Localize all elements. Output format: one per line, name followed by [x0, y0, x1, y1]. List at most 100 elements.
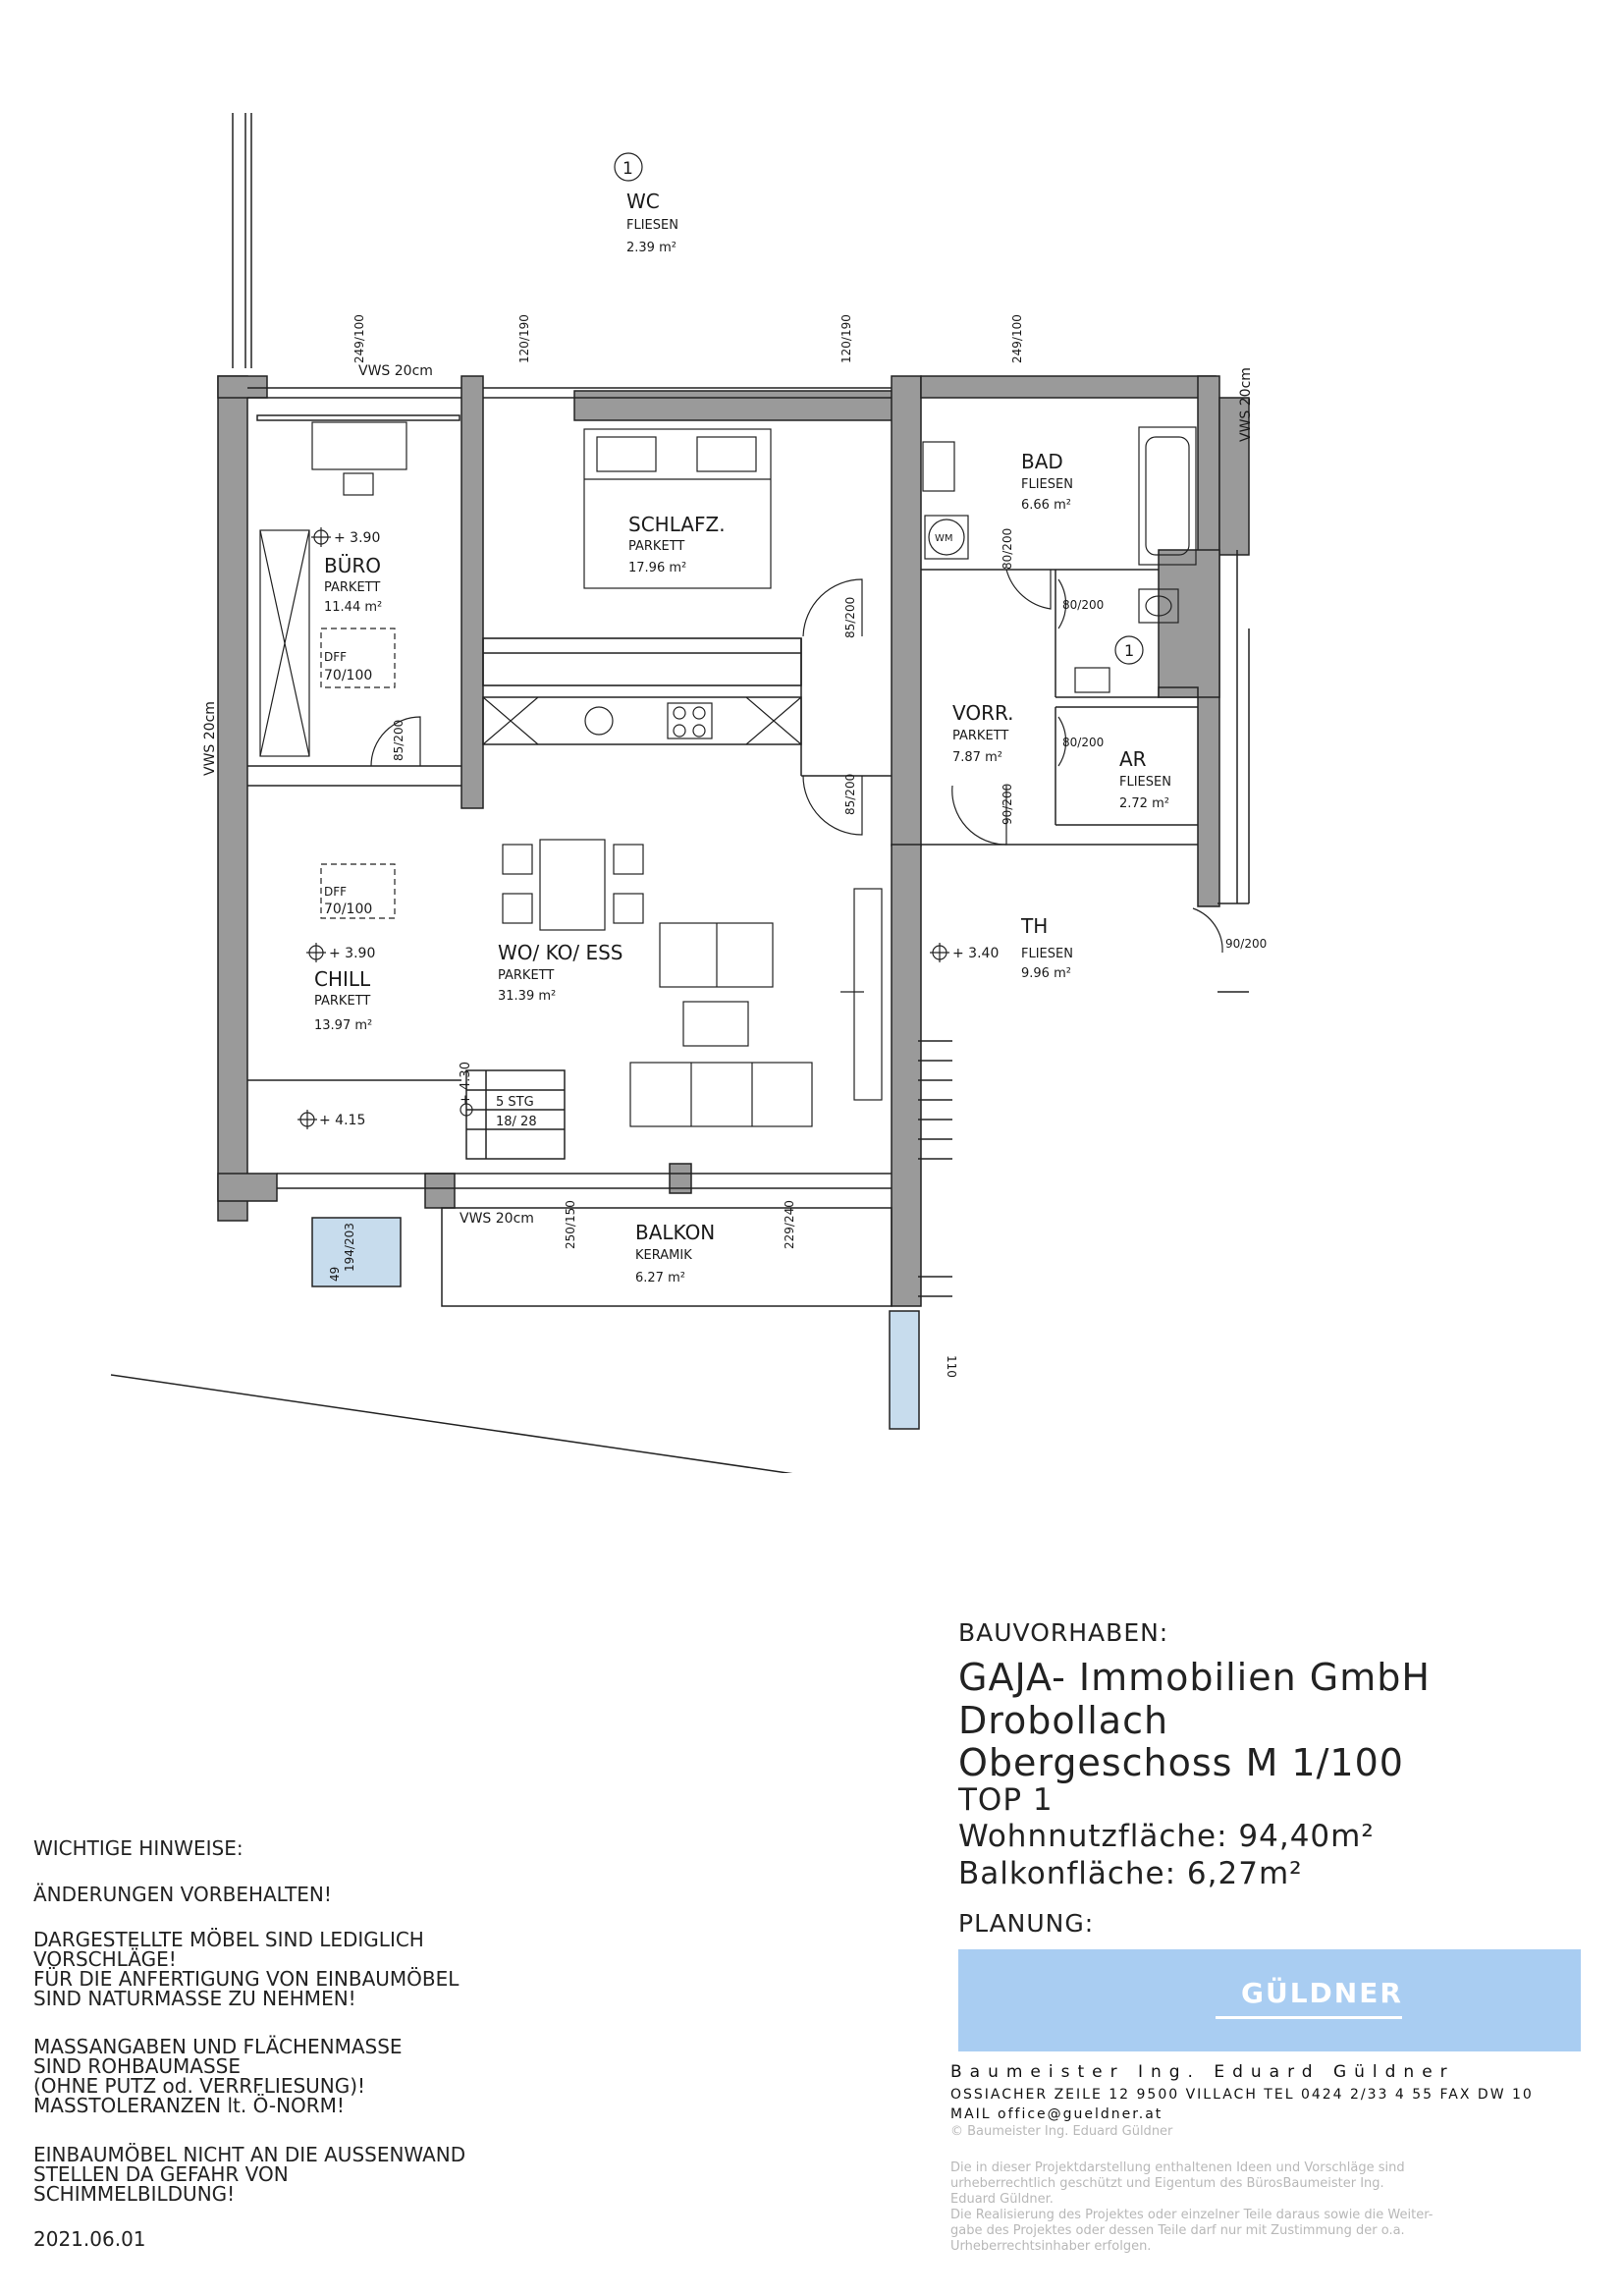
wc-marker: 1: [622, 159, 633, 179]
legal-line-1: Die in dieser Projektdarstellung enthalt…: [950, 2160, 1405, 2175]
project-living-area: Wohnnutzfläche: 94,40m²: [958, 1819, 1375, 1854]
stairs-size: 18/ 28: [496, 1115, 537, 1129]
win-229-240: 229/240: [783, 1200, 796, 1249]
project-label: BAUVORHABEN:: [958, 1618, 1169, 1647]
room-woko-floor: PARKETT: [498, 968, 554, 983]
vws-bottom: VWS 20cm: [460, 1211, 534, 1227]
level-th: + 3.40: [952, 946, 999, 961]
note-3-line: MASSANGABEN UND FLÄCHENMASSE: [33, 2035, 403, 2058]
door-80-200-bad: 80/200: [1001, 528, 1014, 570]
level-buero: + 3.90: [334, 530, 380, 546]
door-85-200-buero: 85/200: [392, 720, 406, 761]
legal-line-3: Eduard Güldner.: [950, 2192, 1054, 2207]
project-top: TOP 1: [958, 1782, 1054, 1818]
planner-name: Baumeister Ing. Eduard Güldner: [950, 2062, 1455, 2082]
door-90-200-vorr: 90/200: [1001, 784, 1014, 825]
room-th-area: 9.96 m²: [1021, 966, 1071, 981]
room-ar-area: 2.72 m²: [1119, 796, 1169, 811]
planner-logo-text: GÜLDNER: [1241, 1977, 1403, 2009]
room-schlafz-floor: PARKETT: [628, 539, 684, 554]
note-2-line: FÜR DIE ANFERTIGUNG VON EINBAUMÖBEL: [33, 1967, 460, 1991]
win-120-190-b: 120/190: [839, 314, 853, 363]
note-1: ÄNDERUNGEN VORBEHALTEN!: [33, 1883, 332, 1906]
legal-line-4: Die Realisierung des Projektes oder einz…: [950, 2208, 1434, 2222]
level-415: + 4.15: [319, 1113, 365, 1128]
room-ar-name: AR: [1119, 747, 1147, 771]
room-bad-floor: FLIESEN: [1021, 477, 1073, 492]
stairs-steps: 5 STG: [496, 1095, 534, 1110]
win-49: 49: [328, 1267, 342, 1282]
door-80-200-ar: 80/200: [1062, 736, 1104, 749]
note-3-line: MASSTOLERANZEN lt. Ö-NORM!: [33, 2094, 345, 2117]
plan-date: 2021.06.01: [33, 2227, 146, 2251]
room-vorr-area: 7.87 m²: [952, 750, 1002, 765]
dff-2-size: 70/100: [324, 902, 372, 917]
planner-mail: MAIL office@gueldner.at: [950, 2106, 1163, 2122]
room-wc-area: 2.39 m²: [626, 241, 676, 255]
note-4-line: EINBAUMÖBEL NICHT AN DIE AUSSENWAND: [33, 2143, 466, 2166]
legal-line-5: gabe des Projektes oder dessen Teile dar…: [950, 2223, 1405, 2238]
project-place: Drobollach: [958, 1699, 1169, 1742]
note-2-line: DARGESTELLTE MÖBEL SIND LEDIGLICH: [33, 1928, 424, 1951]
room-wc-name: WC: [626, 190, 660, 213]
win-194-203: 194/203: [343, 1223, 356, 1272]
project-client: GAJA- Immobilien GmbH: [958, 1656, 1431, 1699]
room-chill-area: 13.97 m²: [314, 1018, 372, 1033]
room-vorr-name: VORR.: [952, 701, 1014, 725]
room-woko-name: WO/ KO/ ESS: [498, 941, 623, 964]
room-th-name: TH: [1020, 914, 1048, 938]
floor-plan: 1 WC FLIESEN 2.39 m² BÜRO PARKETT 11.44 …: [110, 113, 1267, 1473]
door-80-200-wc: 80/200: [1062, 598, 1104, 612]
room-chill-floor: PARKETT: [314, 994, 370, 1009]
level-chill: + 3.90: [329, 946, 375, 961]
note-2: DARGESTELLTE MÖBEL SIND LEDIGLICH VORSCH…: [33, 1930, 459, 2008]
wm-label: WM: [935, 533, 953, 544]
walls: [217, 375, 1250, 1307]
vws-left: VWS 20cm: [202, 701, 218, 776]
room-woko-area: 31.39 m²: [498, 989, 556, 1004]
door-90-200-th: 90/200: [1225, 937, 1267, 951]
level-430: + 4.30: [459, 1062, 473, 1105]
room-buero-floor: PARKETT: [324, 580, 380, 595]
legal-line-2: urheberrechtlich geschützt und Eigentum …: [950, 2176, 1384, 2191]
planner-address: OSSIACHER ZEILE 12 9500 VILLACH TEL 0424…: [950, 2087, 1534, 2103]
room-ar-floor: FLIESEN: [1119, 775, 1171, 790]
win-249-100-b: 249/100: [1010, 314, 1024, 363]
note-3-line: SIND ROHBAUMASSE: [33, 2054, 241, 2078]
room-buero-area: 11.44 m²: [324, 600, 382, 615]
room-schlafz-area: 17.96 m²: [628, 561, 686, 575]
room-vorr-floor: PARKETT: [952, 729, 1008, 743]
planning-label: PLANUNG:: [958, 1909, 1095, 1938]
door-85-200-wo: 85/200: [843, 774, 857, 815]
room-balkon-area: 6.27 m²: [635, 1271, 685, 1285]
room-schlafz-name: SCHLAFZ.: [628, 513, 726, 536]
vws-top: VWS 20cm: [358, 363, 433, 379]
note-3-line: (OHNE PUTZ od. VERRFLIESUNG)!: [33, 2074, 366, 2098]
room-bad-name: BAD: [1021, 450, 1063, 473]
door-85-200-schlaf: 85/200: [843, 597, 857, 638]
room-th-floor: FLIESEN: [1021, 947, 1073, 961]
planner-copyright: © Baumeister Ing. Eduard Güldner: [950, 2124, 1173, 2139]
dff-1: DFF: [324, 650, 347, 664]
room-bad-area: 6.66 m²: [1021, 498, 1071, 513]
note-4: EINBAUMÖBEL NICHT AN DIE AUSSENWAND STEL…: [33, 2145, 465, 2204]
note-4-line: SCHIMMELBILDUNG!: [33, 2182, 236, 2206]
planner-logo-banner: GÜLDNER: [958, 1949, 1581, 2051]
room-chill-name: CHILL: [314, 967, 371, 991]
notes-title: WICHTIGE HINWEISE:: [33, 1836, 243, 1860]
dff-2: DFF: [324, 885, 347, 899]
th-110: 110: [945, 1355, 958, 1378]
win-249-100-a: 249/100: [352, 314, 366, 363]
note-3: MASSANGABEN UND FLÄCHENMASSE SIND ROHBAU…: [33, 2037, 403, 2115]
note-2-line: VORSCHLÄGE!: [33, 1947, 177, 1971]
dff-1-size: 70/100: [324, 668, 372, 683]
win-120-190-a: 120/190: [517, 314, 531, 363]
project-floor: Obergeschoss M 1/100: [958, 1741, 1404, 1784]
legal-line-6: Urheberrechtsinhaber erfolgen.: [950, 2239, 1152, 2254]
note-4-line: STELLEN DA GEFAHR VON: [33, 2162, 289, 2186]
note-2-line: SIND NATURMASSE ZU NEHMEN!: [33, 1987, 356, 2010]
room-wc-floor: FLIESEN: [626, 218, 678, 233]
project-balcony-area: Balkonfläche: 6,27m²: [958, 1856, 1303, 1891]
win-250-150: 250/150: [564, 1200, 577, 1249]
room-balkon-name: BALKON: [635, 1221, 715, 1244]
